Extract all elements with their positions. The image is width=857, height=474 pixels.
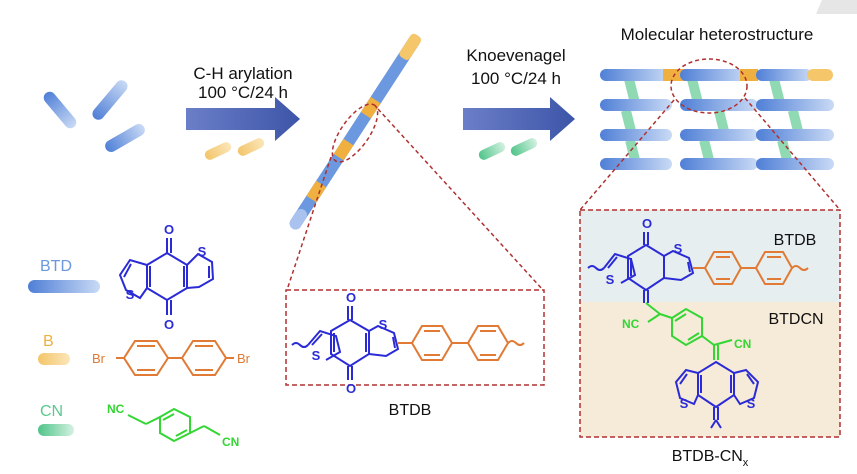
- detail-s-bottom-left: S: [680, 396, 689, 411]
- detail-nc: NC: [622, 317, 640, 331]
- detail-s-right: S: [674, 241, 683, 256]
- legend-b-rod: [38, 353, 70, 365]
- heterostructure-grid: [600, 69, 834, 170]
- detail-structure-btd-bottom: [674, 360, 760, 429]
- legend-btd-label: BTD: [40, 258, 72, 275]
- b-structure: [116, 340, 234, 376]
- legend: BTD B CN: [28, 258, 100, 436]
- detail-bottom-region: [580, 302, 840, 437]
- btdb-o-bottom: O: [346, 381, 356, 396]
- zoom-line-left: [286, 156, 332, 291]
- heterostructure-title: Molecular heterostructure: [621, 25, 814, 44]
- product-label: BTDB-CNx: [672, 448, 749, 469]
- corner-decoration: [816, 0, 857, 14]
- detail-label-btdb: BTDB: [774, 232, 817, 249]
- cn-atoms: NC CN: [107, 402, 239, 449]
- btdb-cn-detail-box: [579, 209, 841, 438]
- cn-nc: NC: [107, 402, 125, 416]
- step1-line1: C-H arylation: [193, 64, 292, 83]
- btdb-atoms: O O S S: [312, 290, 388, 396]
- step2-line1: Knoevenagel: [466, 46, 565, 65]
- cn-monomer-rods: [478, 138, 538, 160]
- btdb-structure-b: [398, 325, 525, 361]
- zoom-ellipse-heterostructure: [670, 58, 748, 114]
- btd-s-left: S: [126, 287, 135, 302]
- arrow-knoevenagel: [463, 97, 575, 141]
- btdb-s-left: S: [312, 348, 321, 363]
- zoom-ellipse-chain: [331, 103, 379, 163]
- detail-label-btdcn: BTDCN: [768, 311, 823, 328]
- detail-o-top: O: [642, 216, 652, 231]
- detail-structure-cn: [645, 302, 733, 360]
- detail-s-bottom-right: S: [747, 396, 756, 411]
- detail-atoms-top: O S S: [606, 216, 683, 287]
- btd-o-top: O: [164, 222, 174, 237]
- step1-line2: 100 °C/24 h: [198, 83, 288, 102]
- b-atoms: Br Br: [92, 351, 251, 366]
- product-label-subscript: x: [743, 457, 749, 469]
- btdb-polymer-chain: [289, 33, 422, 230]
- btd-o-bottom: O: [164, 317, 174, 332]
- detail-cn: CN: [734, 337, 751, 351]
- b-br-right: Br: [237, 351, 251, 366]
- cn-cn: CN: [222, 435, 239, 449]
- legend-b-label: B: [43, 333, 54, 350]
- btdb-o-top: O: [346, 290, 356, 305]
- detail-structure-b: [693, 251, 809, 285]
- product-label-main: BTDB-CN: [672, 448, 743, 465]
- btdb-label: BTDB: [389, 402, 432, 419]
- zoom-line-right: [377, 108, 544, 291]
- btdb-structure-btd: [291, 306, 400, 380]
- legend-cn-label: CN: [40, 403, 63, 420]
- zoom-line-right-2: [744, 97, 841, 211]
- btd-atoms: O O S S: [126, 222, 207, 332]
- b-monomer-rods: [204, 138, 265, 160]
- btdb-s-right: S: [379, 317, 388, 332]
- btd-s-right: S: [198, 244, 207, 259]
- b-br-left: Br: [92, 351, 106, 366]
- detail-structure-btd-top: [587, 232, 695, 303]
- cn-structure: [127, 407, 221, 443]
- btd-monomer-rods: [43, 80, 145, 152]
- detail-atoms-bottom: S S: [680, 396, 756, 411]
- arrow-ch-arylation: [186, 97, 300, 141]
- step2-line2: 100 °C/24 h: [471, 69, 561, 88]
- btd-structure: [118, 238, 215, 315]
- zoom-line-left-2: [579, 99, 675, 211]
- detail-s-left: S: [606, 272, 615, 287]
- legend-cn-rod: [38, 424, 74, 436]
- detail-cn-atoms: NC CN: [622, 317, 751, 351]
- legend-btd-rod: [28, 280, 100, 293]
